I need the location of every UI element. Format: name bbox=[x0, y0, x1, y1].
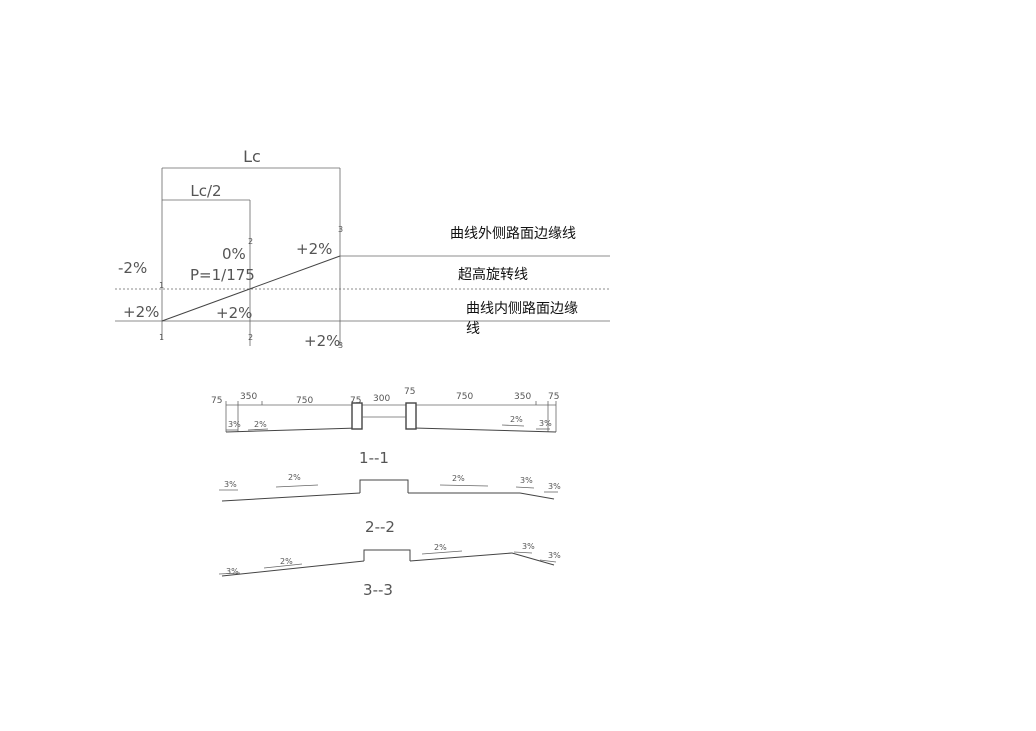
section3-slope: 3% bbox=[548, 551, 561, 560]
section1-dim: 75 bbox=[548, 392, 559, 402]
section3-slope: 2% bbox=[434, 543, 447, 552]
section1-right-curb bbox=[405, 402, 417, 430]
section3-right-surface bbox=[409, 552, 513, 562]
section3-slope-arrow bbox=[421, 550, 463, 555]
section2-slope-arrow bbox=[275, 484, 319, 488]
section3-slope-arrow bbox=[539, 559, 557, 563]
inner-edge-label-line2: 线 bbox=[466, 321, 480, 337]
section2-median bbox=[359, 479, 409, 493]
section-3-3: 3% 2% 2% 3% 3% 3--3 bbox=[218, 542, 561, 599]
section2-left-surface bbox=[221, 492, 361, 502]
section3-bottom-marker: 3 bbox=[338, 341, 343, 350]
section3-caption: 3--3 bbox=[363, 581, 393, 599]
plus2-outer-label: +2% bbox=[296, 240, 332, 258]
section2-slope-arrow bbox=[515, 486, 535, 489]
section1-bottom-marker: 1 bbox=[159, 333, 164, 342]
section1-left-surface bbox=[225, 427, 359, 433]
plus2-mid-label: +2% bbox=[216, 304, 252, 322]
lc-label: Lc bbox=[243, 147, 261, 166]
minus2-label: -2% bbox=[118, 259, 147, 277]
section3-slope: 3% bbox=[226, 567, 239, 576]
section1-slope-arrow bbox=[501, 424, 525, 427]
section-1-1: 75 350 750 75 300 75 750 350 75 3% 2% 2%… bbox=[211, 387, 559, 467]
section3-shoulder bbox=[511, 552, 555, 566]
section3-slope-arrow bbox=[513, 551, 533, 554]
section3-left-surface bbox=[221, 560, 365, 577]
section2-slope-arrow bbox=[439, 484, 489, 487]
section1-dim: 75 bbox=[211, 396, 222, 406]
section1-dim: 75 bbox=[350, 396, 361, 406]
section1-dim: 350 bbox=[514, 392, 531, 402]
section1-top-marker: 1 bbox=[159, 281, 164, 290]
section1-slope-arrow bbox=[247, 428, 269, 431]
section3-slope: 3% bbox=[522, 542, 535, 551]
section2-top-marker: 2 bbox=[248, 237, 253, 246]
section3-median bbox=[363, 549, 411, 561]
section-2-2: 3% 2% 2% 3% 3% 2--2 bbox=[219, 473, 561, 536]
section1-left-curb bbox=[351, 402, 363, 430]
superelevation-profile: Lc Lc/2 0% -2% +2% P=1/175 +2% +2% +2% 1… bbox=[115, 147, 610, 350]
section1-right-surface bbox=[413, 427, 557, 433]
section1-dim: 75 bbox=[404, 387, 415, 397]
outer-edge-label: 曲线外侧路面边缘线 bbox=[450, 226, 576, 242]
section2-bottom-marker: 2 bbox=[248, 333, 253, 342]
section1-dim: 350 bbox=[240, 392, 257, 402]
section3-slope-arrow bbox=[218, 572, 241, 575]
section2-slope: 2% bbox=[288, 473, 301, 482]
zero-slope-label: 0% bbox=[222, 245, 246, 263]
lc-half-label: Lc/2 bbox=[190, 182, 221, 200]
section2-slope: 3% bbox=[548, 482, 561, 491]
section1-dim: 750 bbox=[456, 392, 473, 402]
section1-slope: 2% bbox=[254, 420, 267, 429]
plus2-bottom-label: +2% bbox=[304, 332, 340, 350]
section1-dim: 300 bbox=[373, 394, 390, 404]
section3-slope-arrow bbox=[263, 563, 303, 569]
section2-slope: 2% bbox=[452, 474, 465, 483]
section1-dim: 750 bbox=[296, 396, 313, 406]
section1-slope: 3% bbox=[539, 419, 552, 428]
section2-slope: 3% bbox=[520, 476, 533, 485]
outer-edge-transition bbox=[161, 255, 341, 322]
section1-caption: 1--1 bbox=[359, 449, 389, 467]
rotation-axis-label: 超高旋转线 bbox=[458, 266, 528, 283]
plus2-left-label: +2% bbox=[123, 303, 159, 321]
section2-shoulder bbox=[519, 492, 555, 500]
section2-caption: 2--2 bbox=[365, 518, 395, 536]
section1-slope: 2% bbox=[510, 415, 523, 424]
section2-slope: 3% bbox=[224, 480, 237, 489]
section3-slope: 2% bbox=[280, 557, 293, 566]
section1-slope: 3% bbox=[228, 420, 241, 429]
section3-top-marker: 3 bbox=[338, 225, 343, 234]
inner-edge-label-line1: 曲线内侧路面边缘 bbox=[466, 301, 578, 317]
rate-label: P=1/175 bbox=[190, 266, 255, 284]
